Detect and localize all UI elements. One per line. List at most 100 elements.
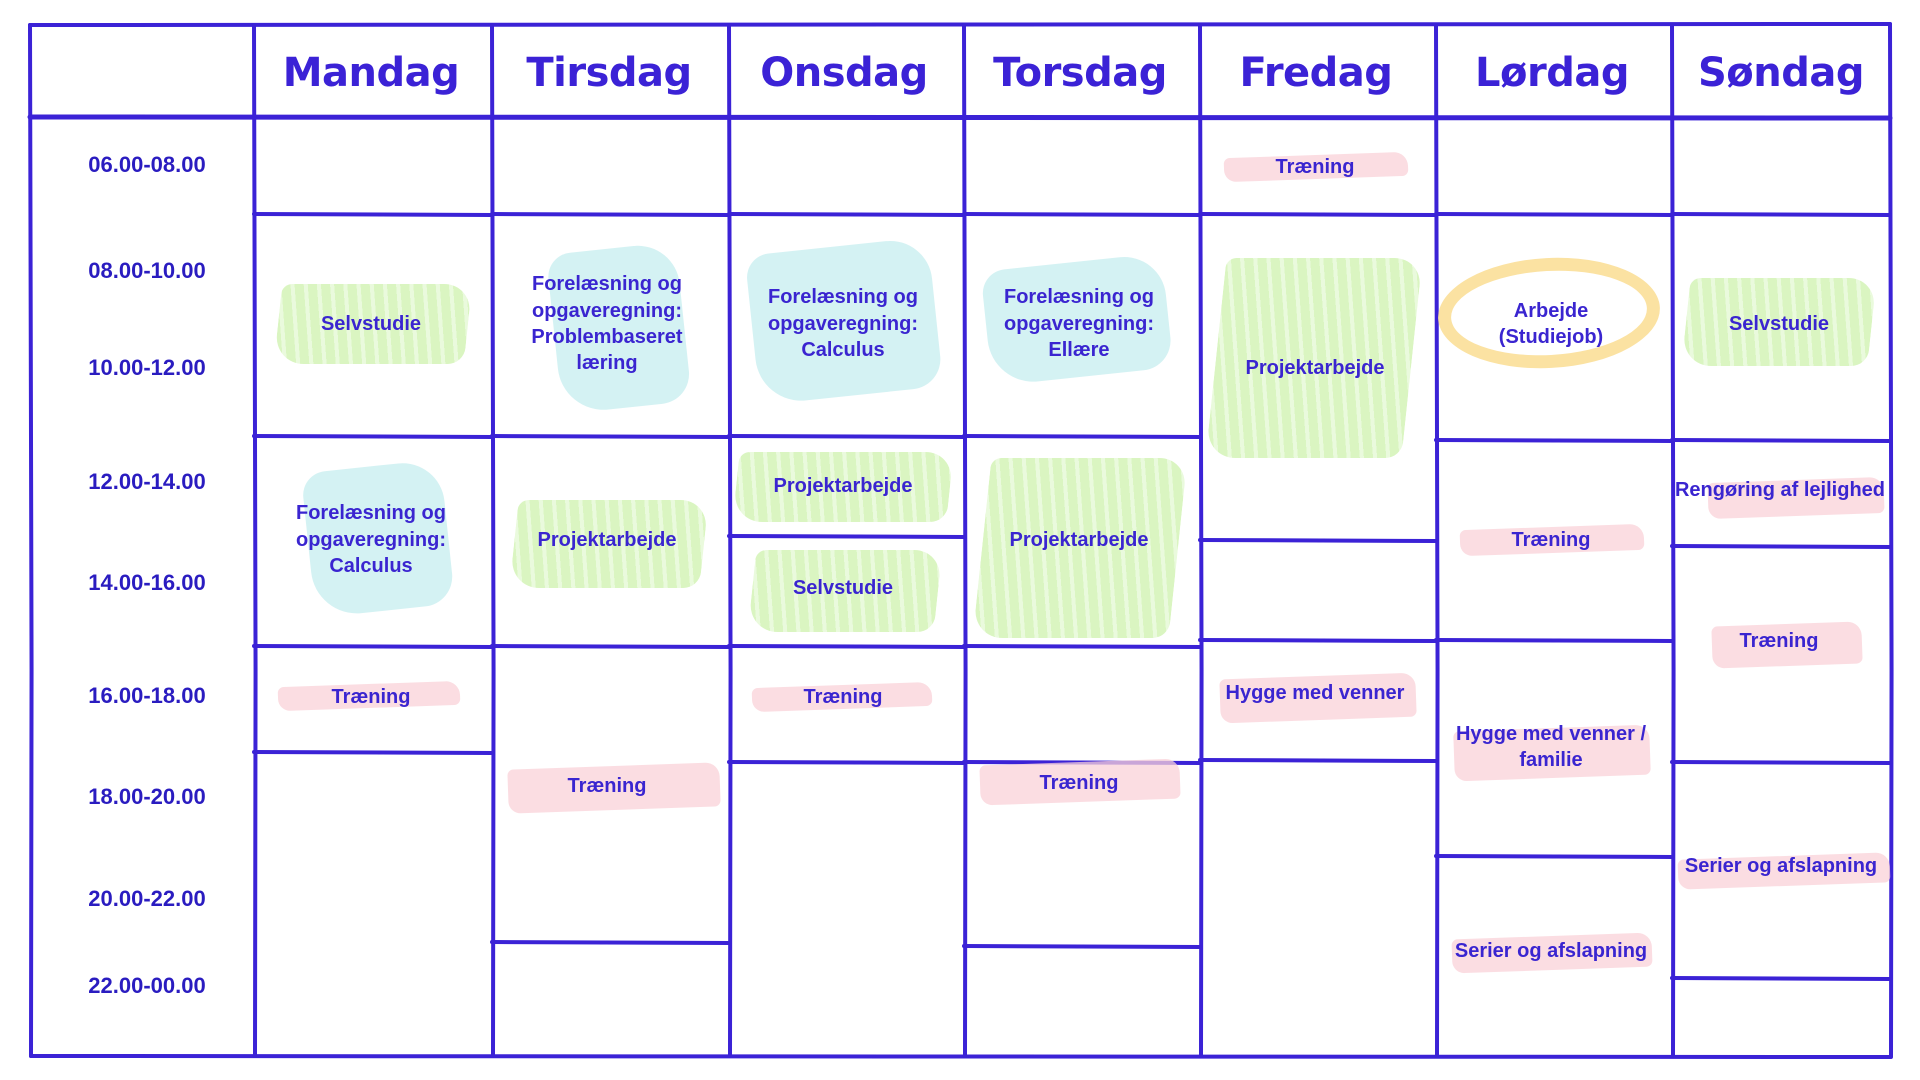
grid-line: [727, 644, 966, 649]
grid-line: [962, 23, 968, 1058]
event-projektarbejde: Projektarbejde: [494, 436, 720, 644]
grid-line: [490, 23, 496, 1058]
grid-line: [962, 944, 1202, 949]
grid-line: [490, 940, 731, 945]
event-label: Serier og afslapning: [1684, 854, 1878, 877]
event-label: Træning: [1739, 629, 1819, 652]
event-label: Træning: [803, 685, 883, 708]
event-label: Forelæsning og opgaveregning: Calculus: [295, 502, 446, 578]
event-selvstudie: Selvstudie: [258, 218, 484, 430]
time-slot-label: 20.00-22.00: [88, 886, 206, 911]
event-label: Projektarbejde: [1009, 528, 1149, 551]
event-traening: Træning: [966, 742, 1192, 824]
event-label: Selvstudie: [792, 576, 894, 599]
grid-line: [1670, 23, 1676, 1058]
time-slot-label: 14.00-16.00: [88, 570, 206, 595]
header-torsdag: Torsdag: [993, 50, 1167, 96]
header-onsdag: Onsdag: [760, 50, 928, 96]
event-label: Projektarbejde: [773, 474, 913, 497]
event-label: Rengøring af lejlighed: [1674, 478, 1885, 501]
event-projektarbejde: Projektarbejde: [1202, 218, 1428, 518]
header-sondag: Søndag: [1697, 50, 1865, 96]
grid-line: [252, 212, 494, 217]
event-label: Forelæsning og opgaveregning: Ellære: [1003, 286, 1154, 362]
grid-line: [1434, 438, 1674, 443]
event-lecture-problembaseret: Forelæsning og opgaveregning: Problembas…: [494, 218, 720, 430]
event-label: Selvstudie: [320, 312, 422, 335]
grid-line: [727, 534, 966, 539]
event-hygge-med-venner-familie: Hygge med venner / familie: [1438, 642, 1664, 852]
grid-line: [252, 750, 494, 755]
time-slot-label: 06.00-08.00: [88, 152, 206, 177]
event-label: Forelæsning og opgaveregning: Calculus: [767, 286, 918, 362]
event-lecture-ellaere: Forelæsning og opgaveregning: Ellære: [966, 218, 1192, 430]
event-rengoring-af-lejlighed: Rengøring af lejlighed: [1668, 440, 1892, 540]
event-selvstudie: Selvstudie: [730, 536, 956, 640]
event-label: Hygge med venner / familie: [1455, 722, 1647, 771]
event-label: Projektarbejde: [1245, 356, 1385, 379]
event-label: Hygge med venner: [1225, 681, 1405, 704]
event-label: Træning: [1039, 771, 1119, 794]
grid-line: [27, 114, 1893, 121]
event-label: Træning: [1511, 528, 1591, 551]
grid-line: [28, 23, 34, 1058]
event-label: Arbejde (Studiejob): [1498, 299, 1604, 348]
grid-line: [252, 434, 494, 439]
header-tirsdag: Tirsdag: [526, 50, 692, 96]
grid-line: [962, 644, 1202, 649]
time-slot-label: 22.00-00.00: [88, 973, 206, 998]
event-traening: Træning: [258, 650, 484, 744]
time-slot-label: 18.00-20.00: [88, 784, 206, 809]
grid-line: [1670, 438, 1892, 443]
grid-line: [252, 644, 494, 649]
event-selvstudie: Selvstudie: [1674, 218, 1884, 430]
grid-line: [1198, 758, 1438, 763]
event-serier-og-afslapning: Serier og afslapning: [1438, 856, 1664, 1046]
event-traening: Træning: [494, 742, 721, 830]
grid-line: [490, 212, 731, 217]
grid-line: [727, 23, 733, 1058]
grid-line: [28, 22, 1892, 27]
grid-line: [1434, 854, 1674, 859]
grid-line: [29, 1054, 1892, 1059]
event-label: Forelæsning og opgaveregning: Problembas…: [531, 273, 683, 375]
grid-line: [727, 434, 966, 439]
grid-line: [1434, 638, 1674, 643]
event-hygge-med-venner: Hygge med venner: [1202, 640, 1428, 746]
event-label: Træning: [567, 774, 647, 797]
event-label: Projektarbejde: [537, 528, 677, 551]
event-label: Træning: [331, 685, 411, 708]
grid-line: [1198, 538, 1438, 543]
grid-line: [490, 644, 731, 649]
grid-line: [1198, 638, 1438, 643]
time-slot-label: 12.00-14.00: [88, 469, 206, 494]
grid-line: [1434, 212, 1674, 217]
time-slot-label: 08.00-10.00: [88, 258, 206, 283]
event-lecture-calculus: Forelæsning og opgaveregning: Calculus: [258, 436, 484, 644]
grid-line: [1198, 212, 1438, 217]
event-arbejde-studiejob: Arbejde (Studiejob): [1435, 218, 1664, 430]
grid-line: [1670, 976, 1892, 981]
event-traening: Træning: [1674, 546, 1884, 736]
event-projektarbejde: Projektarbejde: [730, 436, 956, 536]
grid-line: [727, 212, 966, 217]
grid-line: [1670, 760, 1892, 765]
grid-line: [252, 23, 258, 1058]
event-traening: Træning: [730, 650, 956, 744]
event-lecture-calculus: Forelæsning og opgaveregning: Calculus: [730, 218, 956, 430]
event-label: Træning: [1275, 155, 1355, 178]
grid-line: [727, 760, 966, 765]
grid-line: [1670, 212, 1892, 217]
grid-line: [962, 212, 1202, 217]
grid-line: [490, 434, 731, 439]
header-mandag: Mandag: [282, 50, 460, 96]
event-serier-og-afslapning: Serier og afslapning: [1672, 762, 1891, 970]
time-slot-label: 10.00-12.00: [88, 355, 206, 380]
header-fredag: Fredag: [1239, 50, 1393, 96]
event-traening: Træning: [1202, 120, 1428, 214]
event-label: Selvstudie: [1728, 312, 1830, 335]
header-lordag: Lørdag: [1475, 50, 1629, 96]
event-projektarbejde: Projektarbejde: [966, 436, 1192, 644]
